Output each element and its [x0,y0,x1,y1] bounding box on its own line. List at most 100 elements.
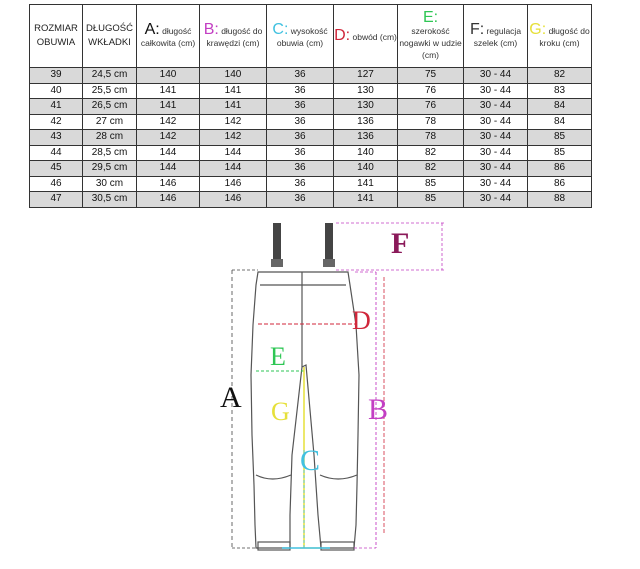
table-cell: 36 [266,175,334,192]
strap-right-icon [323,223,335,267]
label-g: G [271,397,290,426]
header-b-edge-length: B: długość do krawędzi (cm) [199,4,267,68]
table-cell: 26,5 cm [82,98,137,115]
table-cell: 82 [397,160,464,177]
table-cell: 27 cm [82,113,137,130]
table-cell: 41 [29,98,83,115]
table-cell: 78 [397,129,464,146]
header-letter: A: [144,20,160,38]
table-cell: 85 [527,144,592,161]
wader-outline [250,271,360,551]
table-cell: 30 - 44 [463,113,528,130]
table-cell: 30 - 44 [463,175,528,192]
table-cell: 130 [333,82,398,99]
table-cell: 36 [266,67,334,84]
table-cell: 82 [397,144,464,161]
measure-d: D [258,277,385,535]
label-f: F [391,227,409,260]
table-cell: 83 [527,82,592,99]
table-cell: 36 [266,113,334,130]
header-letter: F: [469,20,485,38]
table-cell: 146 [199,191,267,208]
header-insole-length: DŁUGOŚĆ WKŁADKI [82,4,137,68]
table-cell: 136 [333,113,398,130]
table-cell: 142 [136,113,200,130]
label-e: E [270,342,286,371]
table-cell: 25,5 cm [82,82,137,99]
header-letter: E: [422,8,439,26]
table-cell: 30 - 44 [463,129,528,146]
table-cell: 36 [266,160,334,177]
size-chart-table: ROZMIAR OBUWIA DŁUGOŚĆ WKŁADKI A: długoś… [29,4,592,208]
table-cell: 141 [199,98,267,115]
header-c-boot-height: C: wysokość obuwia (cm) [266,4,334,68]
measure-c: C [282,444,330,549]
table-cell: 36 [266,144,334,161]
table-cell: 30 - 44 [463,144,528,161]
table-cell: 36 [266,129,334,146]
header-e-thigh-width: E:szerokość nogawki w udzie (cm) [397,4,464,68]
table-cell: 144 [199,160,267,177]
table-cell: 84 [527,113,592,130]
table-cell: 40 [29,82,83,99]
table-cell: 146 [199,175,267,192]
measure-e: E [256,342,304,372]
table-cell: 42 [29,113,83,130]
table-cell: 82 [527,67,592,84]
header-size: ROZMIAR OBUWIA [29,4,83,68]
table-cell: 28,5 cm [82,144,137,161]
table-cell: 127 [333,67,398,84]
table-cell: 136 [333,129,398,146]
table-cell: 85 [397,191,464,208]
table-cell: 146 [136,191,200,208]
table-cell: 88 [527,191,592,208]
wader-diagram: F D A B E G C [220,222,445,551]
table-cell: 86 [527,175,592,192]
header-letter: C: [272,20,289,38]
header-letter: D: [334,26,351,44]
table-cell: 30 - 44 [463,82,528,99]
table-cell: 30 - 44 [463,67,528,84]
table-cell: 24,5 cm [82,67,137,84]
header-g-crotch-length: G: długość do kroku (cm) [527,4,592,68]
table-cell: 84 [527,98,592,115]
label-d: D [352,306,371,335]
label-a: A [220,381,242,414]
table-cell: 142 [136,129,200,146]
table-cell: 142 [199,129,267,146]
header-a-total-length: A: długość całkowita (cm) [136,4,200,68]
table-cell: 144 [199,144,267,161]
table-cell: 47 [29,191,83,208]
table-cell: 75 [397,67,464,84]
table-cell: 36 [266,98,334,115]
table-cell: 140 [333,160,398,177]
table-cell: 36 [266,191,334,208]
table-cell: 144 [136,144,200,161]
measure-f: F [336,222,445,271]
table-cell: 144 [136,160,200,177]
table-cell: 29,5 cm [82,160,137,177]
table-cell: 85 [397,175,464,192]
strap-left-icon [271,223,283,267]
table-cell: 44 [29,144,83,161]
table-cell: 30 cm [82,175,137,192]
table-cell: 30 - 44 [463,98,528,115]
table-cell: 36 [266,82,334,99]
table-cell: 76 [397,98,464,115]
table-cell: 140 [199,67,267,84]
header-f-strap-adjust: F: regulacja szelek (cm) [463,4,528,68]
table-cell: 30,5 cm [82,191,137,208]
table-header-row: ROZMIAR OBUWIA DŁUGOŚĆ WKŁADKI A: długoś… [29,4,592,68]
table-cell: 141 [333,175,398,192]
table-cell: 46 [29,175,83,192]
table-cell: 140 [136,67,200,84]
